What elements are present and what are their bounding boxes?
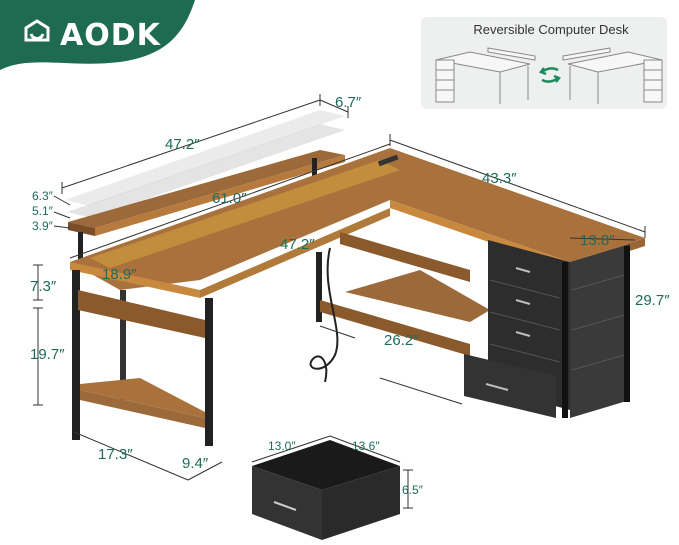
dim-hutch-width: 47.2″ (165, 136, 200, 153)
logo-icon (24, 19, 50, 42)
dim-desk-total-width: 61.0″ (212, 190, 247, 207)
dim-side-depth: 18.9″ (102, 266, 137, 283)
dim-desk-inner-width: 47.2″ (280, 236, 315, 253)
dim-shelf-height: 19.7″ (30, 346, 65, 363)
dim-drawer-height: 6.5″ (402, 483, 423, 497)
dim-side-shelf-width: 17.3″ (98, 446, 133, 463)
dim-hutch-height-high: 6.3″ (32, 189, 53, 203)
dim-drawer-gap: 7.3″ (30, 278, 57, 295)
drawer-detail (252, 440, 400, 540)
brand-name: AODK (60, 18, 161, 53)
reversible-title: Reversible Computer Desk (473, 22, 629, 37)
dim-return-depth: 13.8″ (580, 232, 615, 249)
side-drawer[interactable] (78, 290, 205, 338)
dim-side-shelf-depth: 9.4″ (182, 455, 209, 472)
desktop-surface (70, 148, 645, 290)
dimension-lines (33, 94, 646, 509)
brand-badge (0, 0, 195, 70)
monitor-shelf (68, 150, 345, 228)
side-bottom-shelf (80, 390, 205, 428)
drawer-handles (515, 267, 531, 337)
dim-drawer-width: 13.0″ (268, 439, 296, 453)
dim-bottom-shelf-width: 26.2″ (384, 332, 419, 349)
dim-hutch-depth: 6.7″ (335, 94, 362, 111)
swap-arrows-icon (539, 67, 561, 83)
dim-desk-height: 29.7″ (635, 292, 670, 309)
dim-hutch-height-mid: 5.1″ (32, 204, 53, 218)
mini-desk-right (562, 47, 663, 104)
dim-drawer-depth: 13.6″ (352, 439, 380, 453)
open-drawer[interactable] (464, 354, 556, 418)
reversible-panel (421, 17, 667, 109)
dim-hutch-height-low: 3.9″ (32, 219, 53, 233)
power-cord (309, 247, 339, 383)
mini-desk-left (435, 47, 536, 104)
dim-return-length: 43.3″ (482, 170, 517, 187)
